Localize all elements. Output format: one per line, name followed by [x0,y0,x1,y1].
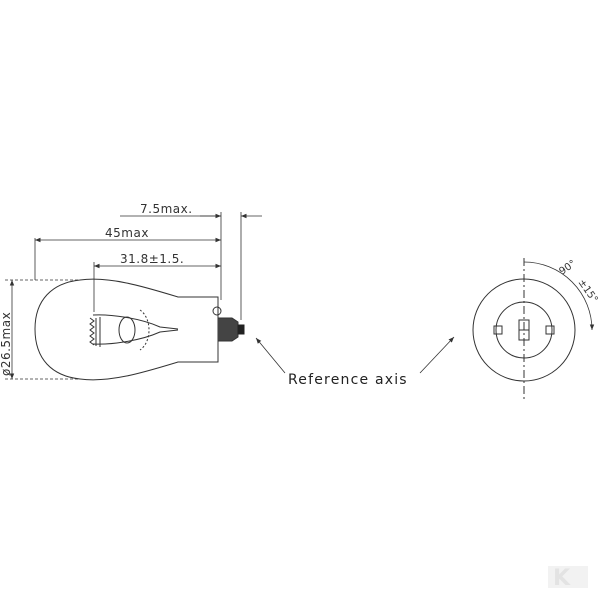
base-contact [218,317,239,342]
dim-center-length: 31.8±1.5. [120,252,184,266]
svg-text:K: K [553,566,571,591]
pin-right [545,325,555,335]
filament-supports [92,314,179,345]
angle-tolerance: ±15° [576,277,600,305]
contact-slot [518,319,530,341]
angle-value: 90° [557,258,578,277]
dim-diameter: ø26.5max [0,312,13,376]
glass-bead [118,316,136,344]
reference-axis-leaders [255,336,455,374]
filament-coil [89,317,95,346]
bulb-end-view [472,258,595,402]
dimension-lines [5,212,262,380]
bulb-outline [34,278,219,381]
bayonet-pin [212,306,222,316]
filament-post [95,317,101,347]
pin-left [493,325,503,335]
angle-arc [523,261,595,331]
bulb-side-view [34,278,245,381]
dim-overall-length: 45max [105,226,149,240]
k-logo-watermark: K [548,566,588,591]
solder-tip [237,324,245,335]
reference-axis-label: Reference axis [288,372,408,388]
dim-max-offset: 7.5max. [140,202,193,216]
stem [139,309,150,351]
